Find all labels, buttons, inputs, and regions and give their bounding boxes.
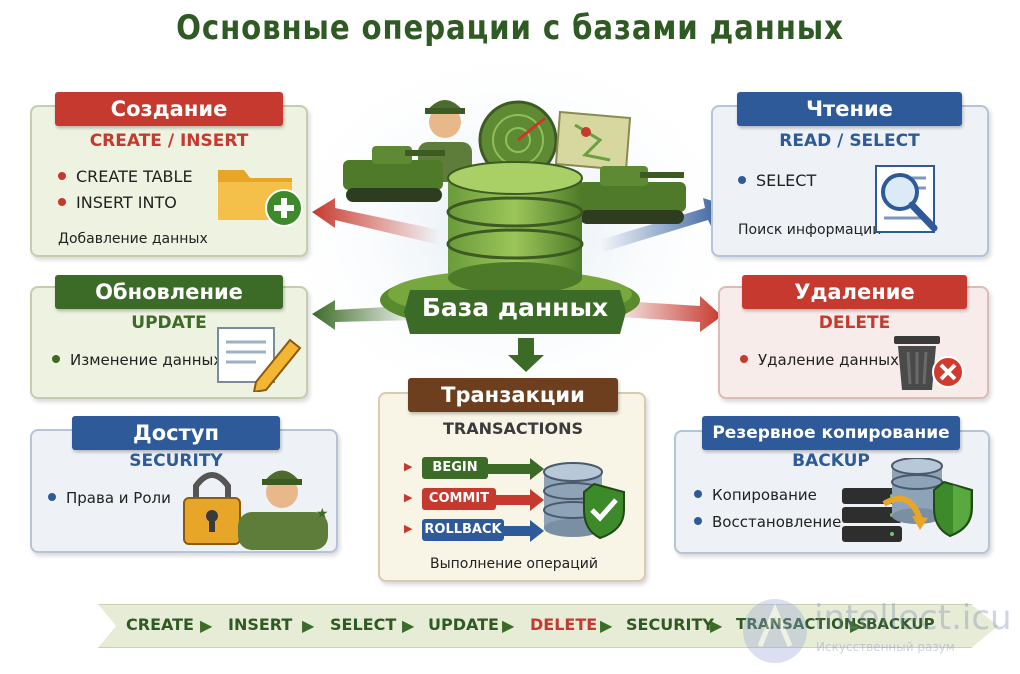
watermark: intellect.icu Искусственный разум [740,596,1012,666]
flow-step-backup: BACKUP [866,615,935,633]
play-icon: ▶ [404,491,413,504]
card-security-header: Доступ [72,416,280,450]
list-item: Права и Роли [48,489,171,507]
flow-step-insert: INSERT [228,615,293,634]
arrow-right-icon: ▶ [850,616,863,635]
lock-soldier-icon: ★ [183,470,329,550]
transaction-db-shield-icon [488,458,625,542]
card-read-sub: READ / SELECT [779,131,920,151]
card-transactions-caption: Выполнение операций [430,556,598,572]
tank-icon-right [578,166,686,224]
arrow-right-icon: ▶ [402,616,415,635]
center-label: База данных [421,293,609,322]
list-item: Изменение данных [52,351,222,369]
list-item: CREATE TABLE [58,167,193,186]
arrow-to-read [600,198,728,252]
folder-add-icon [218,170,303,227]
database-icon [446,161,584,294]
arrow-right-icon: ▶ [600,616,613,635]
card-create-header: Создание [55,92,283,126]
edit-document-icon [217,327,302,392]
card-read [711,105,989,257]
card-backup-sub: BACKUP [792,451,870,471]
commit-button[interactable]: COMMIT [422,488,496,510]
begin-button[interactable]: BEGIN [422,457,488,479]
arrow-right-icon: ▶ [302,616,315,635]
arrow-right-icon: ▶ [502,616,515,635]
watermark-tagline: Искусственный разум [816,640,955,654]
card-transactions-header: Транзакции [408,378,618,412]
trash-delete-icon [894,336,964,390]
play-icon: ▶ [404,460,413,473]
list-item: INSERT INTO [58,193,177,212]
card-backup-header: Резервное копирование [702,416,960,450]
backup-server-icon [842,458,973,542]
tank-icon-left [343,146,445,202]
flow-banner [98,604,998,648]
flow-step-create: CREATE [126,615,194,634]
card-transactions-sub: TRANSACTIONS [442,419,584,438]
flow-step-transactions: TRANSACTIONS [736,615,867,633]
card-update-header: Обновление [55,275,283,309]
watermark-logo-icon [743,599,807,663]
list-item: Удаление данных [740,351,899,369]
svg-text:★: ★ [316,506,329,522]
list-item: Восстановление [694,513,841,531]
watermark-name: intellect.icu [814,598,1012,638]
search-document-icon [875,165,938,233]
card-read-header: Чтение [737,92,962,126]
play-icon: ▶ [404,522,413,535]
flow-step-update: UPDATE [428,615,499,634]
card-delete-header: Удаление [742,275,967,309]
map-icon [554,110,632,172]
list-item: SELECT [738,171,816,190]
rollback-button[interactable]: ROLLBACK [422,519,504,541]
card-create-caption: Добавление данных [58,231,208,247]
flow-step-delete: DELETE [530,615,598,634]
arrow-to-transactions [508,338,544,372]
arrow-right-icon: ▶ [710,616,723,635]
arrow-to-create [312,198,440,245]
arrow-right-icon: ▶ [200,616,213,635]
card-delete-sub: DELETE [818,313,891,333]
card-security-sub: SECURITY [129,451,223,471]
card-create-sub: CREATE / INSERT [89,131,249,151]
list-item: Копирование [694,486,817,504]
flow-step-select: SELECT [330,615,397,634]
card-update-sub: UPDATE [131,313,207,333]
flow-step-security: SECURITY [626,615,714,634]
card-read-caption: Поиск информации [738,222,882,238]
